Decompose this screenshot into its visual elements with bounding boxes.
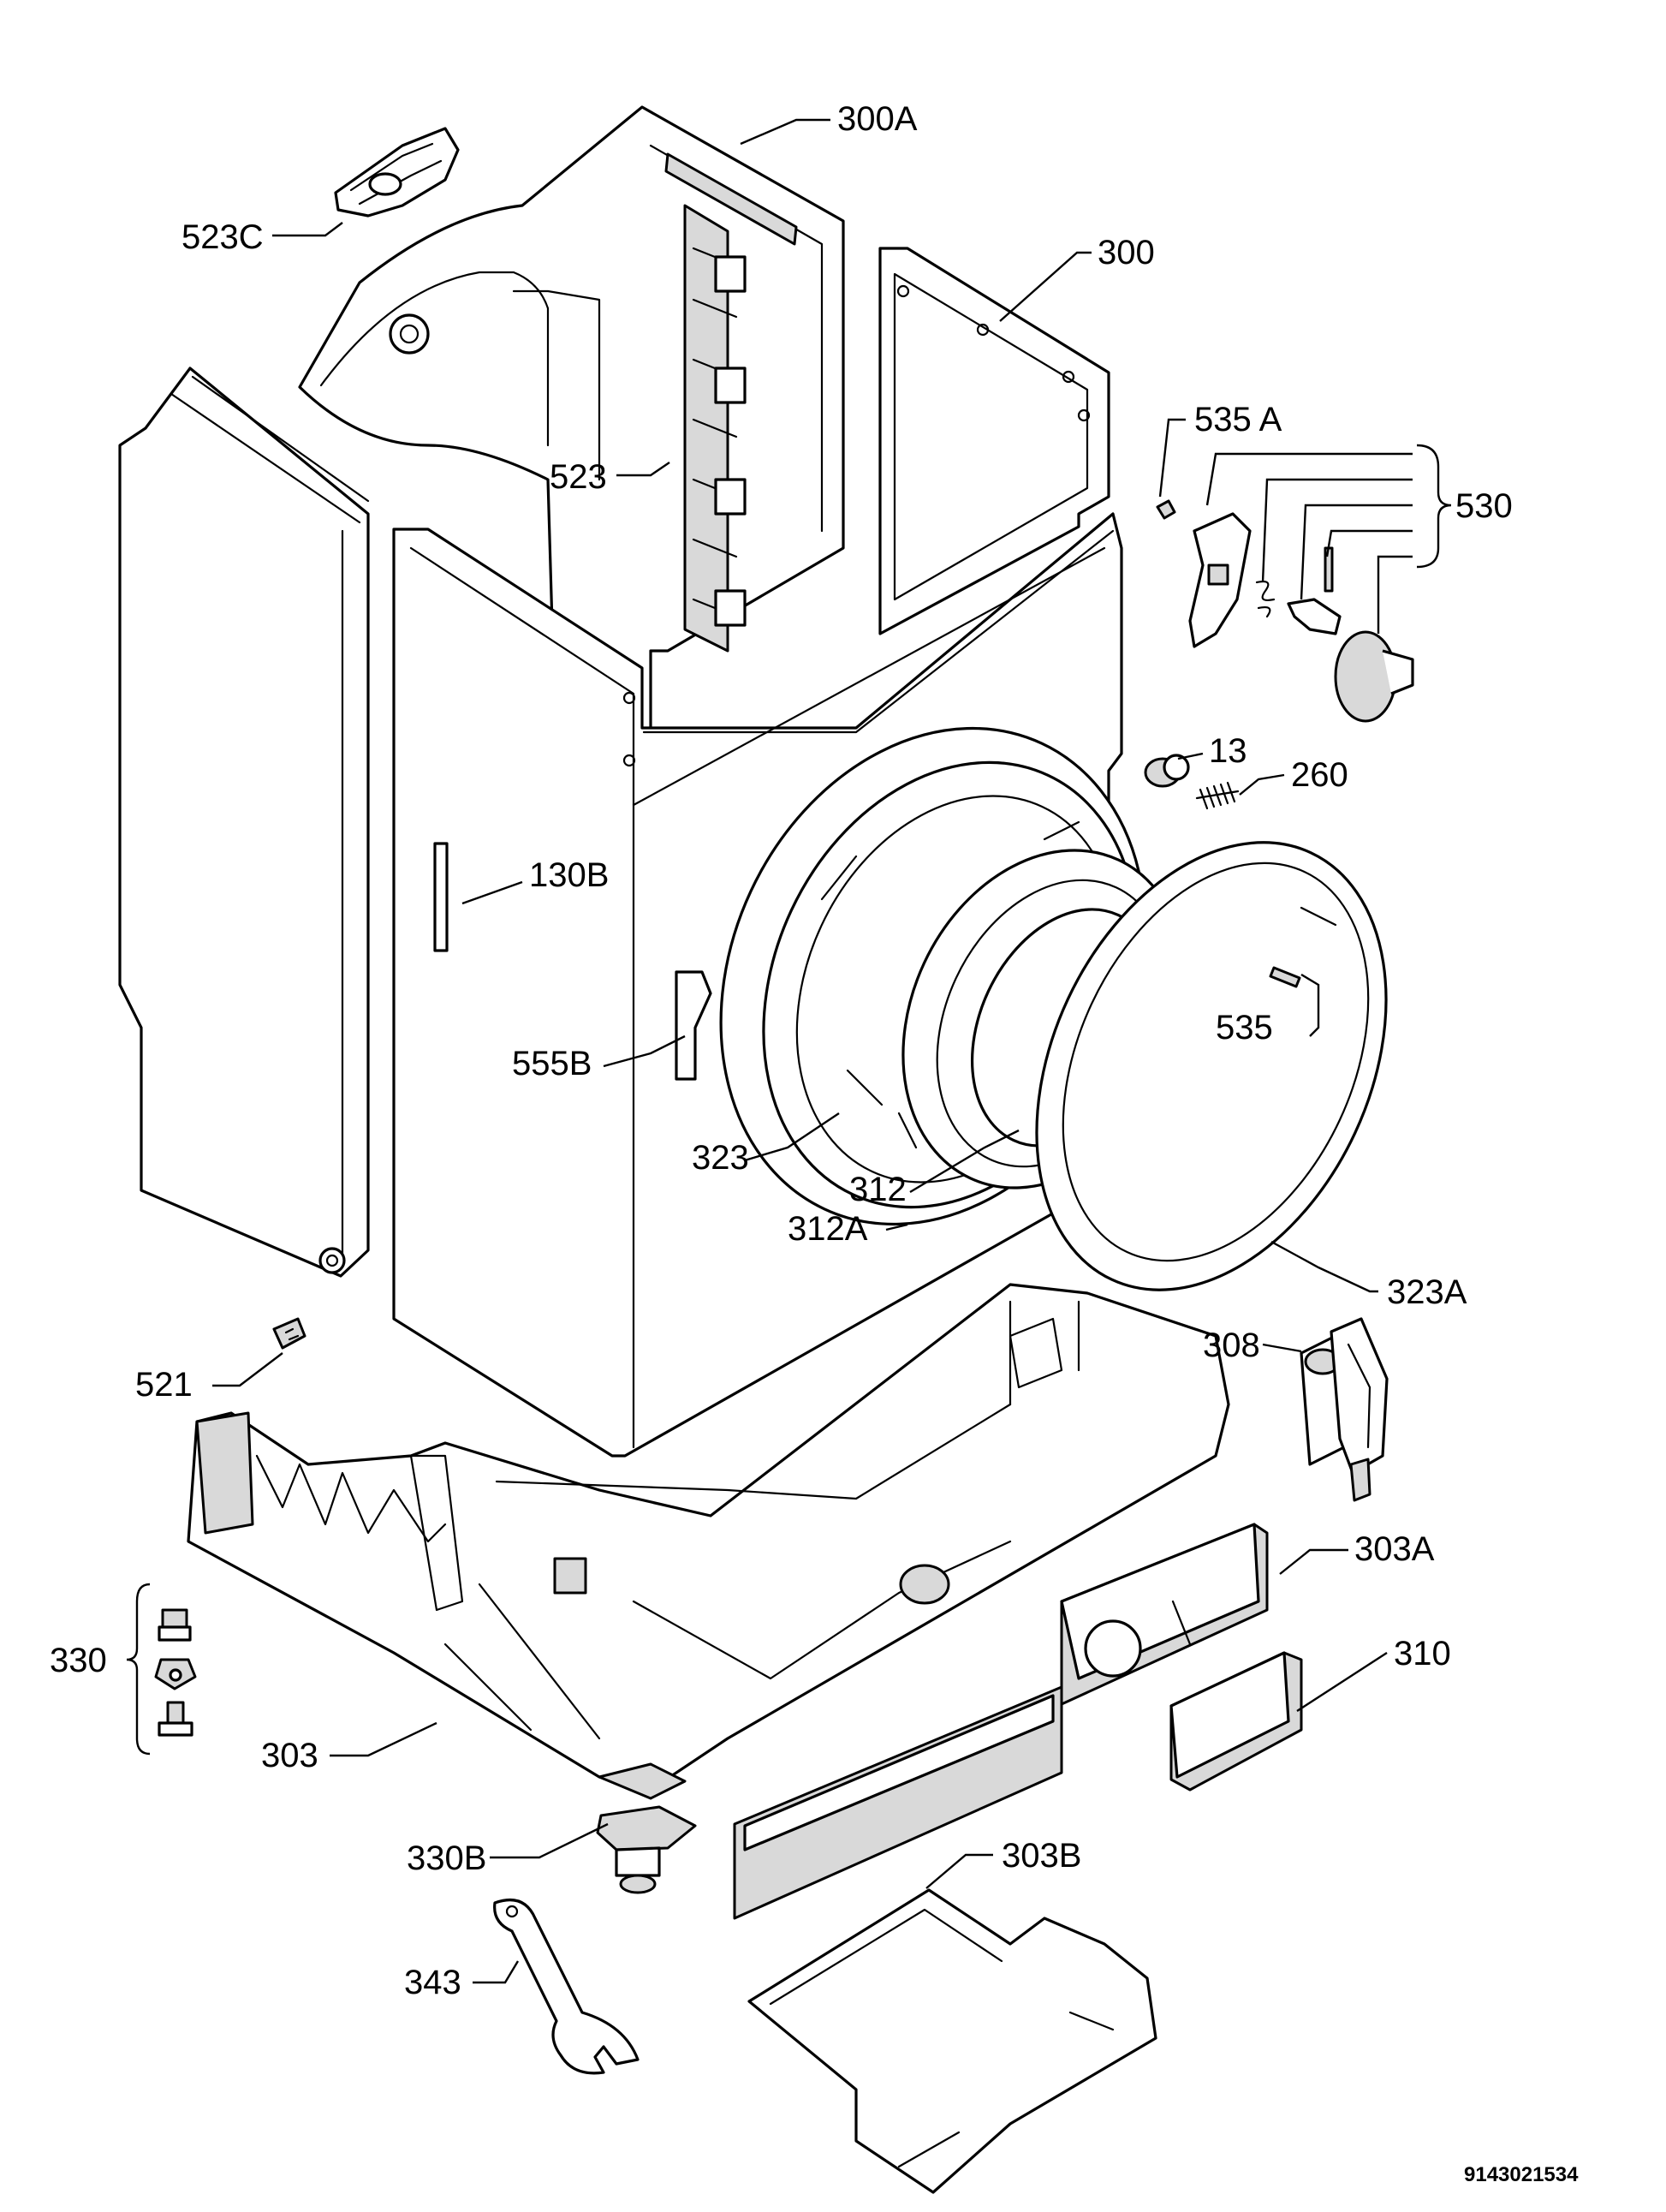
callout-300: 300 xyxy=(1098,234,1155,271)
part-13-bushing xyxy=(1144,754,1190,788)
part-303b-base-cover xyxy=(747,1888,1157,2194)
callout-260: 260 xyxy=(1291,756,1348,794)
callout-13: 13 xyxy=(1209,732,1247,770)
callout-312a: 312A xyxy=(788,1210,868,1248)
callout-523: 523 xyxy=(550,458,607,496)
callout-323a: 323A xyxy=(1387,1273,1467,1311)
callout-303a: 303A xyxy=(1354,1530,1435,1568)
part-530-lock-assembly xyxy=(1156,499,1414,723)
part-323a-outer-door xyxy=(1035,841,1388,1291)
callout-130b: 130B xyxy=(529,856,609,894)
leader-lines xyxy=(126,118,1452,1984)
part-260-spring xyxy=(1195,781,1240,810)
callout-343: 343 xyxy=(404,1964,461,2001)
document-number: 9143021534 xyxy=(1464,2163,1579,2186)
callout-303b: 303B xyxy=(1002,1837,1081,1875)
callout-300a: 300A xyxy=(837,100,918,138)
part-330b-adjustable-foot xyxy=(596,1805,697,1894)
part-330-fasteners xyxy=(154,1608,197,1737)
callout-555b: 555B xyxy=(512,1045,592,1082)
part-343-wrench xyxy=(493,1899,640,2075)
callout-323: 323 xyxy=(692,1139,749,1177)
callout-523c: 523C xyxy=(181,218,264,256)
callout-535: 535 xyxy=(1216,1009,1273,1046)
part-left-side-panel xyxy=(118,367,370,1278)
callout-labels: 300A 523C 300 535 A 530 523 13 260 130B … xyxy=(50,100,1579,2186)
part-308-door-hinge xyxy=(1300,1317,1389,1502)
callout-308: 308 xyxy=(1203,1327,1260,1364)
callout-303: 303 xyxy=(261,1737,318,1774)
part-plinth-strip xyxy=(733,1685,1063,1920)
part-523-cable-guide xyxy=(683,204,747,653)
callout-312: 312 xyxy=(849,1171,907,1208)
callout-535a: 535 A xyxy=(1194,401,1282,438)
callout-310: 310 xyxy=(1394,1635,1451,1672)
part-300-side-panel xyxy=(878,247,1110,635)
callout-330b: 330B xyxy=(407,1839,486,1877)
part-303-base-frame xyxy=(187,1283,1230,1800)
part-521-screw xyxy=(272,1317,306,1350)
callout-521: 521 xyxy=(135,1366,193,1404)
callout-530: 530 xyxy=(1455,487,1513,525)
part-310-service-flap xyxy=(1169,1651,1303,1792)
part-523c-clip xyxy=(334,127,460,218)
callout-330: 330 xyxy=(50,1642,107,1679)
